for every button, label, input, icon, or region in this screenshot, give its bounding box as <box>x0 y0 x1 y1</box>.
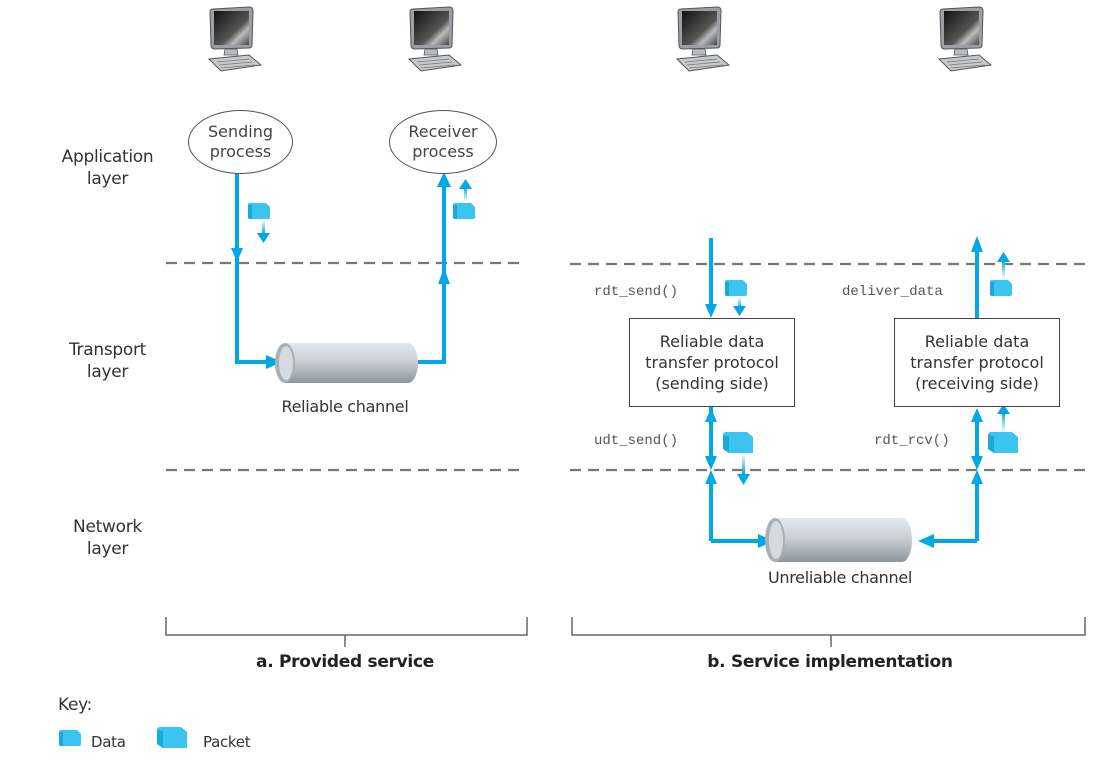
key-title: Key: <box>58 695 93 715</box>
key-packet-label: Packet <box>203 733 251 751</box>
arrowhead-up <box>437 172 451 187</box>
reliable-channel-cylinder <box>275 343 418 383</box>
key-data-icon <box>59 730 81 746</box>
arrowhead-down <box>231 248 243 262</box>
network-layer-label: Network layer <box>73 517 142 559</box>
computer-icon-receiver-a <box>408 6 462 72</box>
data-packet-icon <box>248 203 270 219</box>
packet-icon <box>988 432 1018 453</box>
rdt-sender-box: Reliable data transfer protocol (sending… <box>629 318 795 407</box>
key-packet-icon <box>157 727 187 748</box>
arrowhead-up <box>705 470 717 484</box>
arrowhead-up <box>438 268 450 284</box>
unreliable-channel-label: Unreliable channel <box>767 568 913 587</box>
computer-icon-sender-a <box>208 6 262 72</box>
data-packet-icon <box>453 203 475 219</box>
arrowhead-up <box>971 470 983 484</box>
arrowhead-down <box>705 456 717 470</box>
transport-layer-label: Transport layer <box>68 340 147 382</box>
data-packet-icon <box>725 280 747 296</box>
deliver-data-label: deliver_data <box>842 284 943 300</box>
arrowhead-up <box>705 408 717 422</box>
unreliable-channel-cylinder <box>765 518 912 562</box>
reliable-flow-path <box>235 170 446 364</box>
rdt-receiver-box: Reliable data transfer protocol (receivi… <box>894 318 1060 407</box>
arrowhead-up <box>971 236 983 252</box>
arrowhead-left <box>918 534 934 548</box>
reliable-channel-label: Reliable channel <box>281 397 409 416</box>
udt-send-label: udt_send() <box>594 433 679 449</box>
key-data-label: Data <box>91 733 126 751</box>
arrowhead-down <box>705 304 717 318</box>
rdt-rcv-label: rdt_rcv() <box>874 433 950 449</box>
application-layer-label: Application layer <box>61 147 154 189</box>
computer-icon-receiver-b <box>938 6 992 72</box>
arrowhead-up <box>971 408 983 422</box>
computer-icon-sender-b <box>676 6 730 72</box>
packet-icon <box>723 432 753 453</box>
data-packet-icon <box>990 280 1012 296</box>
rdt-send-label: rdt_send() <box>594 284 679 300</box>
arrowhead-down <box>971 456 983 470</box>
sending-process: Sending process <box>188 110 293 174</box>
caption-brackets <box>165 617 1086 647</box>
caption-provided-service: a. Provided service <box>256 652 434 672</box>
arrowhead-right <box>266 355 282 369</box>
receiver-process: Receiver process <box>389 110 497 174</box>
caption-service-implementation: b. Service implementation <box>707 652 953 672</box>
